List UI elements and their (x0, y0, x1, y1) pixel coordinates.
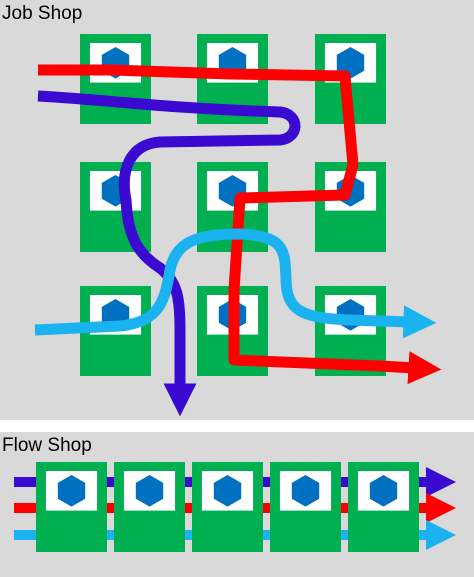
job-route-red (38, 64, 442, 385)
job-route-blue (37, 90, 301, 417)
flow-shop-title: Flow Shop (2, 435, 92, 456)
machine-icon (270, 462, 341, 552)
hexagon-part-icon (291, 475, 320, 507)
machine-icon (114, 462, 185, 552)
machine-icon (80, 162, 151, 252)
machine-icon (36, 462, 107, 552)
job-shop-title: Job Shop (2, 3, 83, 24)
hexagon-part-icon (57, 474, 86, 507)
flow-shop-machines (36, 462, 419, 552)
job-route-cyan (34, 228, 437, 339)
hexagon-part-icon (369, 475, 398, 507)
hexagon-part-icon (135, 474, 164, 507)
machine-icon (348, 462, 419, 552)
machine-icon (80, 34, 151, 124)
machine-icon (192, 462, 263, 552)
hexagon-part-icon (213, 474, 242, 507)
